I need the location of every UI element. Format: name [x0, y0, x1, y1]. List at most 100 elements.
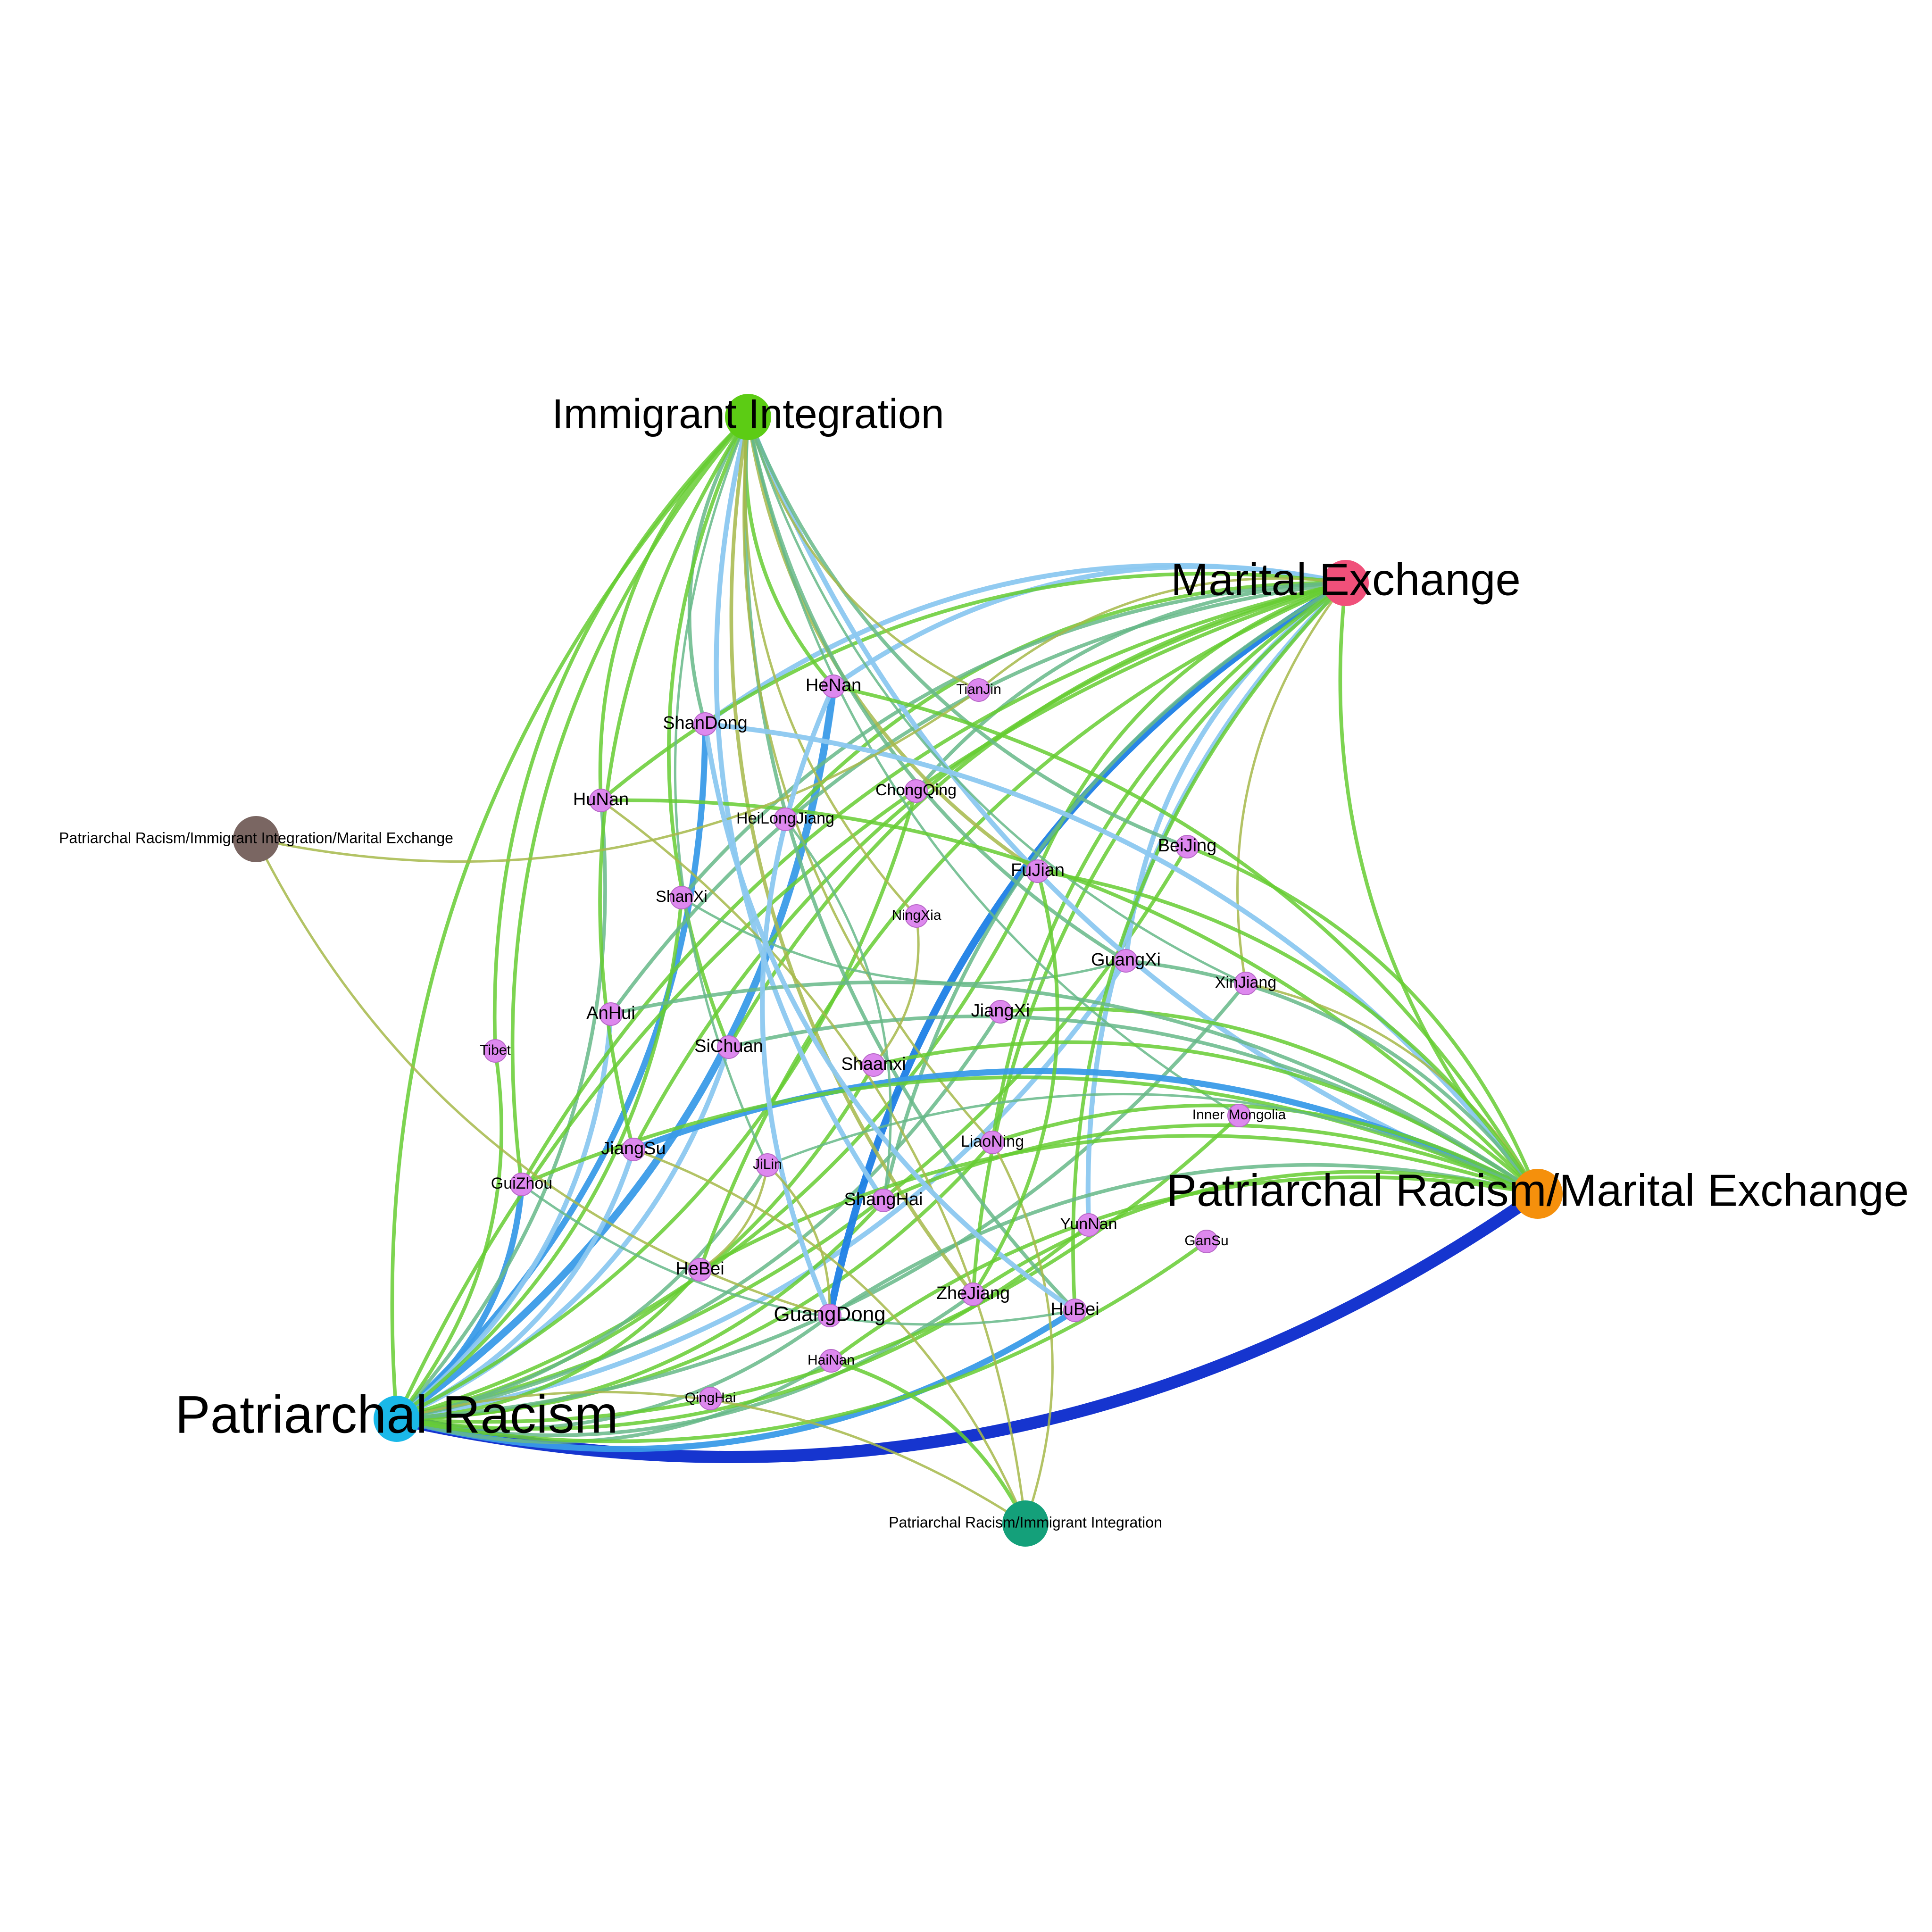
- node-jiangsu[interactable]: [622, 1138, 645, 1161]
- node-henan[interactable]: [822, 675, 845, 698]
- label-shandong: ShanDong: [663, 713, 748, 733]
- node-zhejiang[interactable]: [961, 1282, 985, 1306]
- node-inner-mongolia[interactable]: [1227, 1104, 1251, 1127]
- node-chongqing[interactable]: [904, 779, 928, 803]
- edge-pr_me-hunan: [599, 798, 1540, 1196]
- node-tianjin[interactable]: [967, 678, 991, 702]
- node-fujian[interactable]: [1026, 859, 1049, 883]
- node-immigrant-integration[interactable]: [725, 394, 771, 440]
- node-guangxi[interactable]: [1114, 949, 1138, 973]
- edge-immigrant_integration-tibet: [492, 415, 750, 1053]
- edge-pr_me-fujian: [1036, 869, 1540, 1196]
- edge-pr_ii-hunan: [600, 799, 1027, 1525]
- label-zhejiang: ZheJiang: [936, 1283, 1010, 1303]
- node-shanxi[interactable]: [670, 886, 693, 909]
- node-hunan[interactable]: [589, 789, 613, 812]
- edge-pr_me-guangxi: [1124, 959, 1540, 1196]
- edge-patriarchal_racism-fujian: [395, 869, 1040, 1421]
- edge-patriarchal_racism-xinjiang: [395, 982, 1248, 1421]
- edge-pr_me-shanghai: [882, 1123, 1540, 1202]
- node-shandong[interactable]: [693, 712, 717, 736]
- label-inner-mongolia: Inner Mongolia: [1192, 1107, 1286, 1123]
- label-liaoning: LiaoNing: [961, 1133, 1024, 1150]
- edge-pr_me-jiangxi: [999, 1007, 1540, 1196]
- edge-immigrant_integration-beijing: [746, 415, 1189, 849]
- edge-pr_ii_me-tianjin: [255, 689, 980, 863]
- node-gansu[interactable]: [1195, 1230, 1218, 1253]
- edge-zhejiang-fujian: [971, 869, 1059, 1296]
- node-shanghai[interactable]: [872, 1189, 895, 1212]
- edge-patriarchal_racism-gansu: [395, 1240, 1208, 1443]
- edge-pr_ii-liaoning: [991, 1141, 1054, 1525]
- edge-marital_exchange-yunnan: [1085, 580, 1349, 1228]
- node-liaoning[interactable]: [981, 1131, 1004, 1154]
- edge-immigrant_integration-guizhou: [510, 415, 750, 1186]
- node-shaanxi[interactable]: [862, 1053, 885, 1077]
- label-xinjiang: XinJiang: [1215, 974, 1276, 991]
- node-pr-ii-me[interactable]: [233, 816, 279, 862]
- edges-layer: [255, 414, 1544, 1525]
- edge-marital_exchange-shandong: [702, 563, 1349, 727]
- edge-pr_me-henan: [832, 684, 1540, 1196]
- nodes-layer: [233, 394, 1563, 1547]
- node-hubei[interactable]: [1063, 1299, 1087, 1322]
- label-hunan: HuNan: [573, 790, 629, 809]
- node-heilongjiang[interactable]: [774, 808, 797, 831]
- edge-pr_ii-hainan: [829, 1359, 1027, 1525]
- label-jiangsu: JiangSu: [601, 1139, 666, 1158]
- edge-marital_exchange-guizhou: [520, 581, 1348, 1186]
- node-xinjiang[interactable]: [1234, 972, 1257, 995]
- node-patriarchal-racism[interactable]: [374, 1396, 420, 1442]
- node-ningxia[interactable]: [905, 904, 928, 928]
- node-guizhou[interactable]: [510, 1173, 533, 1196]
- node-hebei[interactable]: [688, 1258, 712, 1282]
- edge-marital_exchange-tianjin: [977, 577, 1347, 691]
- label-pr-ii-me: Patriarchal Racism/Immigrant Integration…: [59, 829, 453, 846]
- node-pr-me[interactable]: [1513, 1169, 1563, 1219]
- edge-patriarchal_racism-jiangxi: [395, 1010, 1002, 1421]
- node-pr-ii[interactable]: [1002, 1500, 1049, 1547]
- node-sichuan[interactable]: [717, 1035, 741, 1059]
- edge-pr_ii-patriarchal_racism: [395, 1391, 1027, 1525]
- edge-guangdong-jilin: [766, 1164, 831, 1317]
- node-hainan[interactable]: [819, 1349, 843, 1373]
- node-yunnan[interactable]: [1077, 1213, 1100, 1237]
- edge-pr_me-guangdong: [828, 1163, 1540, 1317]
- label-jiangxi: JiangXi: [971, 1001, 1030, 1021]
- edge-marital_exchange-zhejiang: [971, 581, 1348, 1296]
- edge-marital_exchange-sichuan: [727, 581, 1348, 1049]
- node-jilin[interactable]: [756, 1153, 779, 1177]
- edge-hebei-jilin: [699, 1164, 769, 1271]
- label-henan: HeNan: [806, 675, 861, 695]
- edge-pr_ii_me-guangdong: [255, 838, 831, 1317]
- node-marital-exchange[interactable]: [1323, 560, 1369, 606]
- edge-shandong-hubei: [702, 721, 1078, 1313]
- edge-henan-guangdong: [760, 683, 836, 1318]
- label-hainan: HaiNan: [808, 1352, 855, 1368]
- edge-shaanxi-ningxia: [872, 915, 920, 1066]
- label-shanxi: ShanXi: [656, 888, 708, 906]
- edge-patriarchal_racism-tibet: [395, 1049, 503, 1421]
- edge-immigrant_integration-patriarchal_racism: [390, 415, 750, 1421]
- node-beijing[interactable]: [1175, 835, 1199, 858]
- node-anhui[interactable]: [599, 1002, 623, 1026]
- label-pr-ii: Patriarchal Racism/Immigrant Integration: [889, 1514, 1162, 1531]
- node-guangdong[interactable]: [818, 1304, 841, 1327]
- node-jiangxi[interactable]: [989, 1000, 1012, 1024]
- node-tibet[interactable]: [483, 1039, 507, 1063]
- label-fujian: FuJian: [1011, 860, 1065, 880]
- edge-pr_me-beijing: [1185, 845, 1540, 1196]
- label-pr-me: Patriarchal Racism/Marital Exchange: [1166, 1165, 1909, 1216]
- edge-pr_me-hainan: [829, 1175, 1540, 1363]
- edge-pr_me-zhejiang: [971, 1170, 1540, 1296]
- edge-immigrant_integration-inner_mongolia: [747, 416, 1241, 1117]
- node-qinghai[interactable]: [699, 1387, 722, 1410]
- label-hubei: HuBei: [1050, 1299, 1099, 1319]
- edge-immigrant_integration-zhejiang: [729, 415, 975, 1296]
- edge-guizhou-hubei: [520, 1183, 1076, 1326]
- label-gansu: GanSu: [1184, 1233, 1228, 1249]
- label-patriarchal-racism: Patriarchal Racism: [175, 1385, 618, 1444]
- label-qinghai: QingHai: [685, 1390, 736, 1406]
- edge-marital_exchange-chongqing: [914, 581, 1348, 793]
- edge-immigrant_integration-jiangsu: [598, 415, 750, 1151]
